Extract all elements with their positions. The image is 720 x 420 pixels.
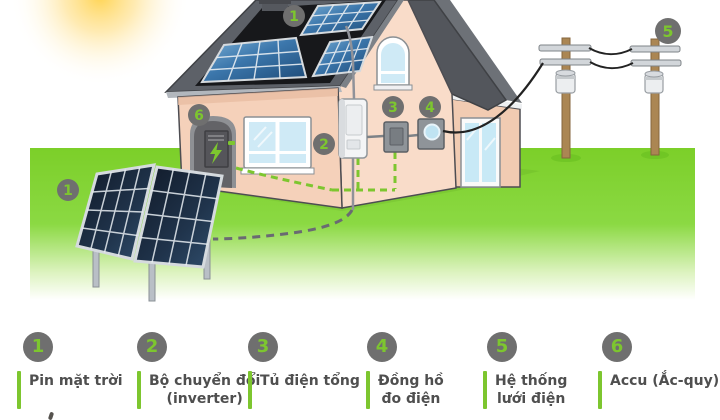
svg-text:3: 3 — [388, 100, 398, 116]
ground-solar-array — [75, 163, 224, 302]
inverter-box — [338, 98, 368, 159]
legend-bar — [248, 371, 252, 409]
battery-alcove — [190, 116, 236, 188]
legend-label: Bộ chuyển đổi(inverter) — [149, 373, 261, 407]
legend-item-battery: 6 Accu (Ắc-quy) — [598, 332, 719, 409]
roof-solar-panel — [311, 35, 374, 78]
sun-glow-icon — [10, 0, 190, 86]
ground-solar-panel — [75, 163, 156, 261]
transformer — [644, 70, 664, 94]
utility-pole — [561, 37, 571, 159]
legend-label: Pin mặt trời — [29, 373, 123, 389]
legend-number: 4 — [375, 336, 389, 357]
ac-wiring-dashed — [235, 152, 397, 192]
badge-meter: 4 — [419, 96, 441, 118]
dc-conduit — [344, 25, 356, 100]
badge-main-panel: 3 — [382, 96, 404, 118]
ground-solar-panel — [133, 165, 224, 269]
legend-badge-1: 1 — [23, 332, 53, 362]
cross-arm — [539, 58, 592, 66]
roof-solar-array — [164, 0, 404, 98]
power-line — [588, 47, 633, 56]
glass-door — [460, 117, 501, 188]
house-annex — [434, 0, 522, 188]
legend-bar — [137, 371, 141, 409]
legend-bar — [17, 371, 21, 409]
cross-arm — [630, 59, 682, 67]
power-grid — [538, 37, 682, 159]
cross-arm — [629, 45, 681, 53]
legend-number: 1 — [31, 336, 45, 357]
legend-badge-2: 2 — [137, 332, 167, 362]
service-wire — [442, 62, 544, 134]
chimney-cap — [259, 0, 291, 4]
svg-text:2: 2 — [319, 137, 329, 153]
legend-badge-5: 5 — [487, 332, 517, 362]
main-panel-box — [383, 121, 409, 153]
legend-badge-6: 6 — [602, 332, 632, 362]
lightning-bolt-icon — [210, 142, 222, 164]
badge-battery: 6 — [188, 104, 210, 126]
chimney — [262, 4, 288, 11]
legend-item-solar-panel: 1 Pin mặt trời — [17, 332, 123, 409]
legend-number: 5 — [495, 336, 509, 357]
svg-text:6: 6 — [194, 108, 204, 124]
solar-system-diagram: 1 1 2 3 4 5 6 — [10, 0, 695, 302]
legend-bar — [483, 371, 487, 409]
utility-pole — [650, 38, 660, 156]
electric-meter-box — [417, 118, 445, 150]
legend-number: 2 — [145, 336, 159, 357]
legend-badge-4: 4 — [367, 332, 397, 362]
badge-grid: 5 — [655, 18, 681, 44]
power-line — [589, 61, 634, 70]
svg-text:5: 5 — [662, 22, 673, 41]
legend-number: 3 — [256, 336, 270, 357]
badge-ground-panels: 1 — [57, 179, 79, 201]
legend-bar — [598, 371, 602, 409]
legend-badge-3: 3 — [248, 332, 278, 362]
transformer — [555, 69, 576, 94]
badge-roof-panels: 1 — [283, 5, 305, 27]
battery-unit — [204, 130, 229, 168]
legend-item-inverter: 2 Bộ chuyển đổi(inverter) — [137, 332, 260, 409]
svg-text:1: 1 — [289, 9, 299, 25]
annex-roof — [434, 0, 522, 103]
arched-window — [373, 36, 413, 91]
roof-solar-panel — [299, 0, 382, 37]
array-leg — [148, 260, 156, 302]
svg-text:4: 4 — [425, 100, 435, 116]
cross-arm — [538, 44, 592, 52]
cutoff-text-fragment — [47, 411, 55, 420]
battery-terminal-dash — [228, 141, 235, 145]
svg-text:1: 1 — [63, 183, 73, 199]
box-connector-wire — [366, 133, 419, 139]
diagram-badges: 1 1 2 3 4 5 6 — [57, 5, 681, 201]
roof-solar-panel — [200, 36, 308, 84]
wall-window — [240, 116, 315, 175]
legend-bar — [366, 371, 370, 409]
legend-number: 6 — [610, 336, 624, 357]
legend-label: Tủ điện tổng — [260, 373, 360, 389]
legend-item-main-panel: 3 Tủ điện tổng — [248, 332, 360, 409]
legend-label: Accu (Ắc-quy) — [610, 373, 720, 389]
badge-inverter: 2 — [313, 133, 335, 155]
eave-shadow — [178, 88, 338, 105]
